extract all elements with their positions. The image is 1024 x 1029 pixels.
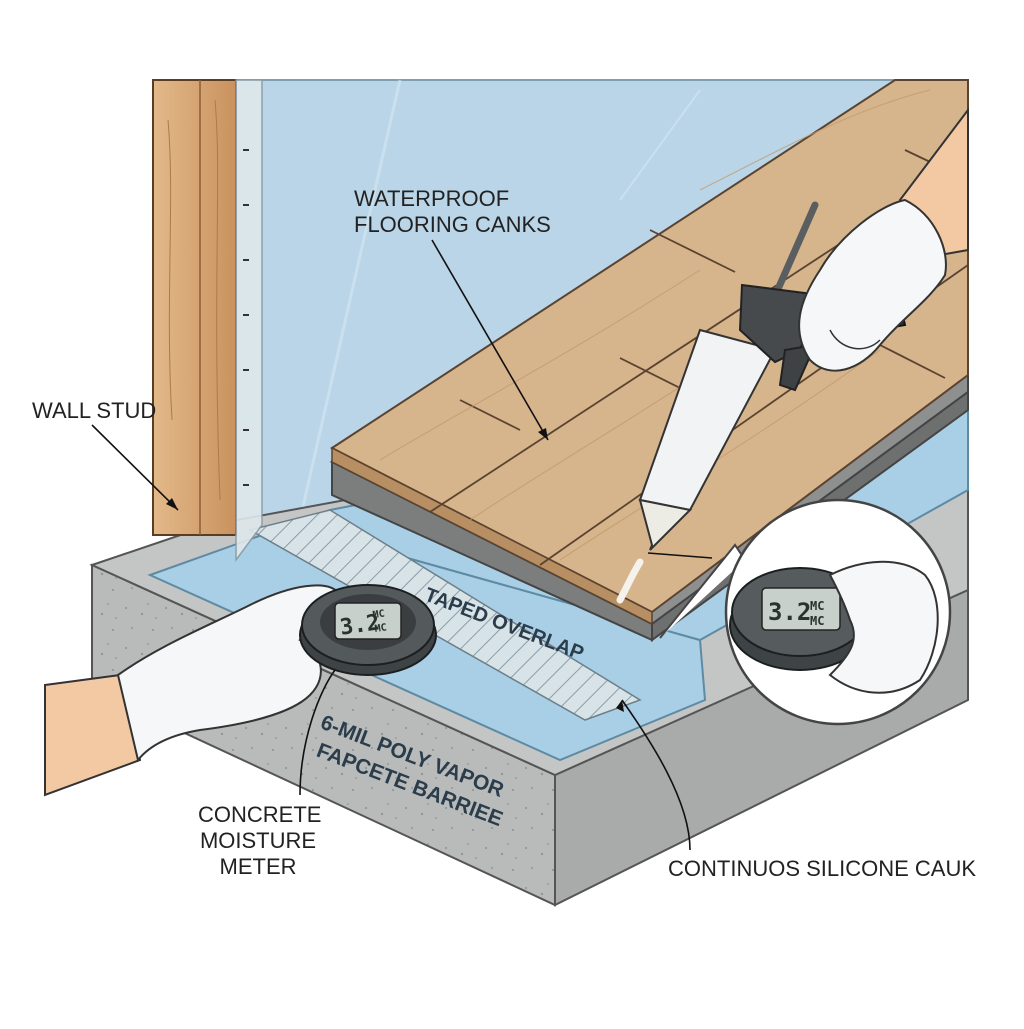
silicone-caulk-bead [616, 558, 644, 604]
gloved-hand-caulk [798, 107, 969, 372]
label-meter-line2: MOISTURE [199, 828, 317, 853]
meter-right-reading: 3.2 [768, 598, 811, 626]
label-meter-line3: METER [219, 854, 297, 879]
meter-right-unit-top: MC [810, 599, 824, 613]
vapor-barrier-wall-flap [235, 79, 263, 563]
leader-caulk-inset [647, 552, 713, 559]
label-wall-stud: WALL STUD [32, 398, 157, 423]
leader-lines [91, 239, 713, 851]
label-meter-line1: CONCRETE [198, 802, 322, 827]
meter-left-unit-bottom: MC [374, 622, 387, 635]
wall-stud [152, 79, 237, 536]
caulk-gun [638, 201, 907, 551]
meter-left-reading: 3.2 [339, 610, 382, 640]
magnifier-inset [659, 498, 952, 726]
label-silicone-caulk: CONTINUOS SILICONE CAUK [668, 856, 977, 881]
wall-highlight [619, 89, 701, 201]
stud-grain [167, 119, 173, 421]
label-flooring-line2: FLOORING CANKS [354, 212, 551, 237]
arrowhead-caulk [616, 700, 624, 712]
wall-highlight [298, 79, 402, 521]
label-flooring-line1: WATERPROOF [354, 186, 510, 211]
leader-caulk [621, 699, 691, 851]
meter-right-unit-bottom: MC [810, 614, 824, 628]
leader-meter [299, 669, 336, 796]
arrowhead-wall-stud [166, 498, 178, 510]
flooring-planks-edge [331, 446, 653, 626]
moisture-meter-left [299, 584, 437, 676]
arrowheads [166, 428, 624, 712]
leader-flooring [431, 239, 549, 441]
tape-marks [243, 149, 249, 486]
meter-left-unit-top: MC [372, 609, 385, 622]
stud-grain [214, 99, 221, 501]
arrowhead-flooring [538, 428, 548, 440]
leader-wall-stud [91, 424, 179, 511]
taped-overlap-band [247, 509, 642, 721]
